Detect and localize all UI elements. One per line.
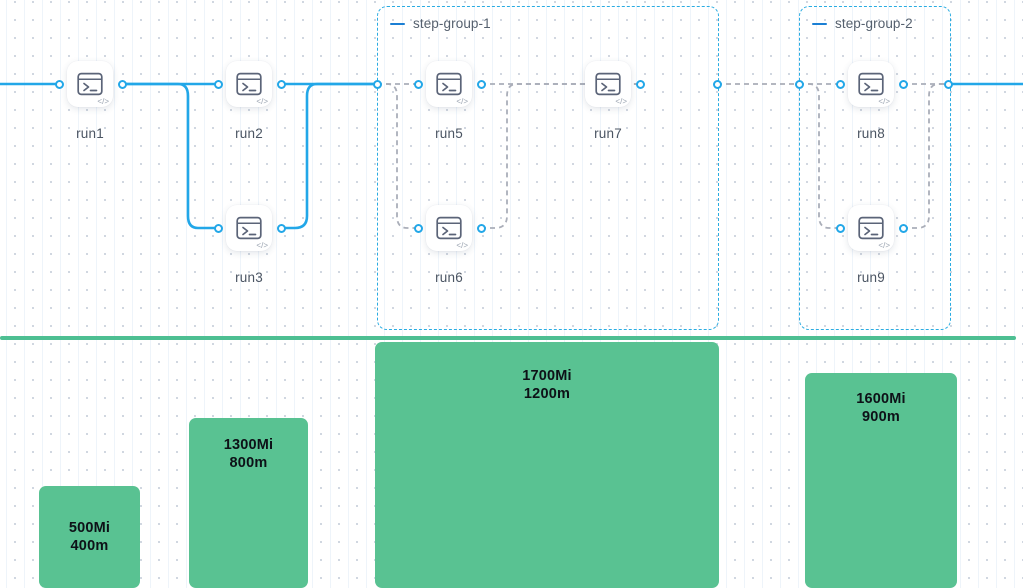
- port-run5-out[interactable]: [477, 80, 486, 89]
- node-run7-label: run7: [594, 126, 622, 141]
- resource-bar-2-memory: 1300Mi: [223, 437, 274, 453]
- resource-bar-3[interactable]: 1700Mi 1200m: [375, 342, 719, 588]
- step-group-1-label: step-group-1: [413, 16, 491, 31]
- terminal-icon: [436, 216, 462, 240]
- node-run5-label: run5: [435, 126, 463, 141]
- port-run7-in[interactable]: [636, 80, 645, 89]
- resource-bar-3-cpu: 1200m: [523, 386, 571, 402]
- node-run9-label: run9: [857, 270, 885, 285]
- node-run1[interactable]: </>: [67, 61, 113, 107]
- resource-bar-4-cpu: 900m: [862, 409, 900, 425]
- terminal-icon: [236, 216, 262, 240]
- resource-bar-3-text: 1700Mi 1200m: [375, 367, 719, 403]
- resource-bar-4-text: 1600Mi 900m: [805, 390, 957, 426]
- resource-bar-1-text: 500Mi 400m: [39, 519, 140, 555]
- code-icon: </>: [256, 97, 268, 106]
- resource-bar-4-memory: 1600Mi: [856, 391, 906, 407]
- code-icon: </>: [456, 97, 468, 106]
- resource-bar-3-memory: 1700Mi: [522, 368, 572, 384]
- port-run1-out[interactable]: [118, 80, 127, 89]
- node-run6-label: run6: [435, 270, 463, 285]
- resource-bar-2[interactable]: 1300Mi 800m: [189, 418, 308, 588]
- resource-bar-1-memory: 500Mi: [68, 520, 111, 536]
- port-run2-in[interactable]: [214, 80, 223, 89]
- terminal-icon: [595, 72, 621, 96]
- resource-bar-2-text: 1300Mi 800m: [189, 436, 308, 472]
- port-run6-in[interactable]: [414, 224, 423, 233]
- port-run3-in[interactable]: [214, 224, 223, 233]
- node-run1-label: run1: [76, 126, 104, 141]
- resource-bar-1-cpu: 400m: [70, 538, 109, 554]
- port-step-group-1-in[interactable]: [373, 80, 382, 89]
- edge-run1-to-run3: [122, 82, 218, 230]
- resource-divider: [0, 336, 1016, 340]
- node-run3[interactable]: </>: [226, 205, 272, 251]
- code-icon: </>: [97, 97, 109, 106]
- port-run5-in[interactable]: [414, 80, 423, 89]
- code-icon: </>: [878, 97, 890, 106]
- port-run3-out[interactable]: [277, 224, 286, 233]
- port-step-group-2-in[interactable]: [795, 80, 804, 89]
- edge-run3-to-group1: [281, 82, 377, 230]
- code-icon: </>: [878, 241, 890, 250]
- port-run8-out[interactable]: [899, 80, 908, 89]
- node-run7[interactable]: </>: [585, 61, 631, 107]
- code-icon: </>: [256, 241, 268, 250]
- terminal-icon: [77, 72, 103, 96]
- terminal-icon: [436, 72, 462, 96]
- node-run6[interactable]: </>: [426, 205, 472, 251]
- node-run2[interactable]: </>: [226, 61, 272, 107]
- port-run7-out[interactable]: [713, 80, 722, 89]
- node-run3-label: run3: [235, 270, 263, 285]
- step-group-1[interactable]: step-group-1: [377, 6, 719, 330]
- port-run1-in[interactable]: [55, 80, 64, 89]
- step-group-1-header[interactable]: step-group-1: [390, 16, 491, 31]
- port-run8-in[interactable]: [836, 80, 845, 89]
- terminal-icon: [858, 216, 884, 240]
- port-run9-out[interactable]: [899, 224, 908, 233]
- resource-bar-4[interactable]: 1600Mi 900m: [805, 373, 957, 588]
- resource-bar-1[interactable]: 500Mi 400m: [39, 486, 140, 588]
- minus-icon[interactable]: [390, 22, 405, 25]
- code-icon: </>: [615, 97, 627, 106]
- node-run8[interactable]: </>: [848, 61, 894, 107]
- step-group-2-label: step-group-2: [835, 16, 913, 31]
- step-group-2[interactable]: step-group-2: [799, 6, 951, 330]
- port-run9-in[interactable]: [836, 224, 845, 233]
- code-icon: </>: [456, 241, 468, 250]
- port-run6-out[interactable]: [477, 224, 486, 233]
- resource-bar-2-cpu: 800m: [229, 455, 268, 471]
- minus-icon[interactable]: [812, 22, 827, 25]
- node-run5[interactable]: </>: [426, 61, 472, 107]
- node-run2-label: run2: [235, 126, 263, 141]
- terminal-icon: [236, 72, 262, 96]
- node-run9[interactable]: </>: [848, 205, 894, 251]
- terminal-icon: [858, 72, 884, 96]
- port-step-group-2-out[interactable]: [944, 80, 953, 89]
- node-run8-label: run8: [857, 126, 885, 141]
- step-group-2-header[interactable]: step-group-2: [812, 16, 913, 31]
- port-run2-out[interactable]: [277, 80, 286, 89]
